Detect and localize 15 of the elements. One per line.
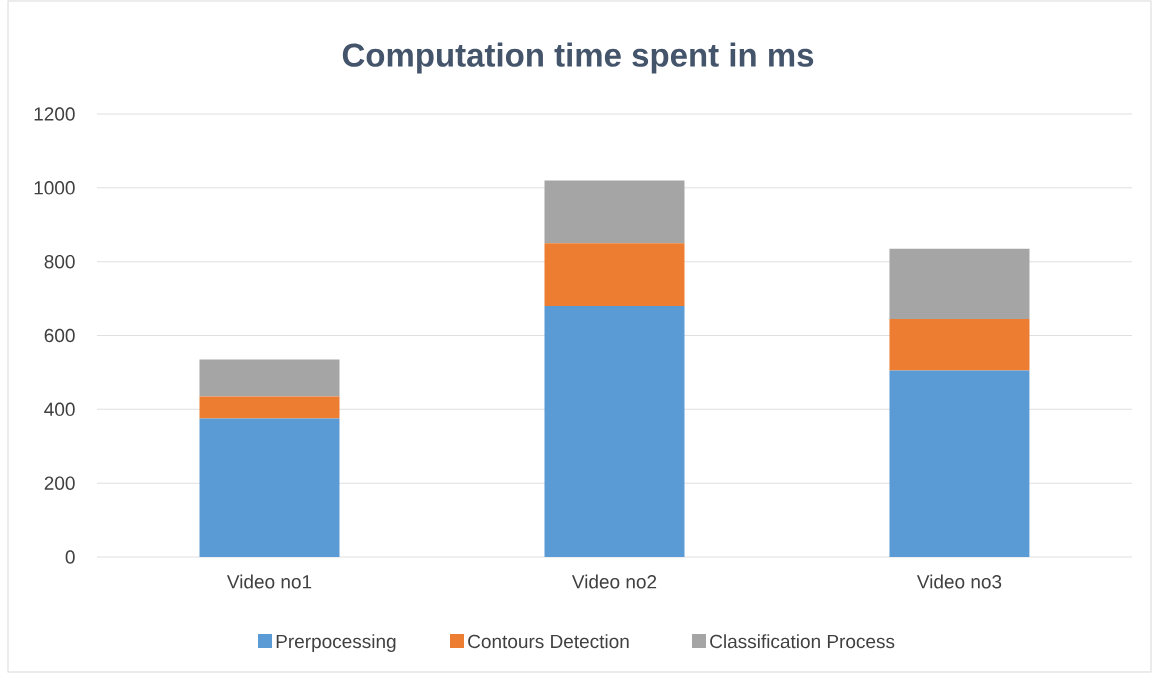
chart-title: Computation time spent in ms (342, 42, 814, 74)
y-tick-label: 400 (44, 402, 75, 417)
y-tick-label: 600 (44, 328, 75, 343)
y-tick-label: 200 (44, 476, 75, 490)
y-tick-label: 1000 (34, 181, 75, 195)
legend-label: Contours Detection (468, 634, 629, 649)
y-tick-label: 0 (65, 550, 75, 564)
legend-label: Classification Process (710, 634, 895, 649)
y-tick-label: 1200 (34, 107, 75, 121)
x-tick-label: Video no2 (571, 574, 657, 589)
x-tick-label: Video no3 (916, 574, 1002, 589)
bar-chart: Video no1 Video no2 Video no3 0 200 400 600 800 1000 1200 (34, 107, 1133, 589)
y-tick-label: 800 (44, 254, 75, 269)
legend-label: Prerpocessing (276, 634, 396, 652)
x-tick-label: Video no1 (226, 574, 312, 589)
